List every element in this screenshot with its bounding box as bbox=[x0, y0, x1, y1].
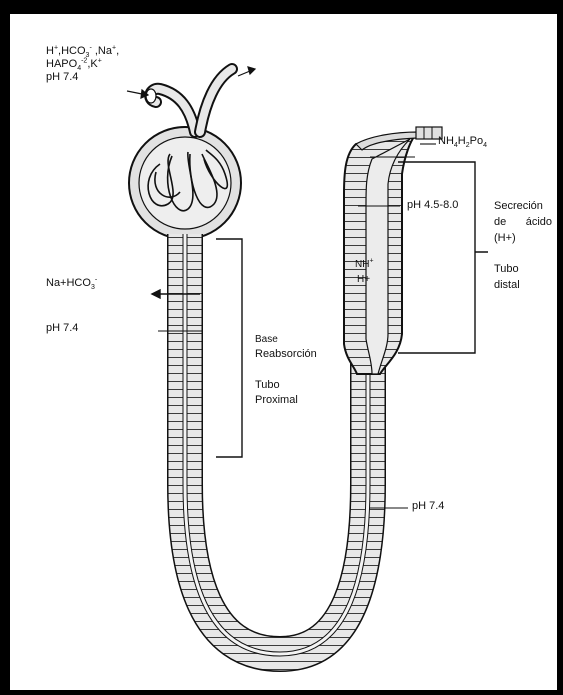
nh4h2po4-label: NH4H2Po4 bbox=[438, 135, 487, 148]
ions-entry-label: H+,HCO3- ,Na+, HAPO4-2,K+ pH 7.4 bbox=[46, 45, 119, 84]
nh4h2po4-h: H bbox=[458, 135, 466, 147]
nh4h2po4-po: Po bbox=[470, 135, 483, 147]
nephron-tubule bbox=[185, 234, 368, 654]
tubo-distal-label-2: distal bbox=[494, 279, 520, 292]
reabsorcion-label: Reabsorción bbox=[255, 348, 317, 361]
tubo-proximal-label-2: Proximal bbox=[255, 394, 298, 407]
nh-label: NH+ bbox=[355, 258, 374, 271]
nh-main: NH bbox=[355, 259, 369, 270]
figure-frame: H+,HCO3- ,Na+, HAPO4-2,K+ pH 7.4 Na+HCO3… bbox=[10, 14, 557, 690]
ion-comma: , bbox=[116, 45, 119, 57]
bowman-capsule bbox=[129, 127, 241, 239]
ph-left-label: pH 7.4 bbox=[46, 322, 78, 335]
h-inner-label: H+ bbox=[357, 273, 370, 286]
nh4h2po4-nh: NH bbox=[438, 135, 454, 147]
distal-bracket bbox=[398, 162, 488, 353]
arterioles bbox=[146, 69, 232, 132]
ion-hco: ,HCO bbox=[58, 45, 86, 57]
tubo-proximal-label-1: Tubo bbox=[255, 379, 280, 392]
ph-distal-label: pH 4.5-8.0 bbox=[407, 199, 458, 212]
h-plus-label: (H+) bbox=[494, 232, 516, 245]
ph-bottom-label: pH 7.4 bbox=[412, 500, 444, 513]
secrecion-label: Secreción bbox=[494, 200, 543, 213]
ion-h: H bbox=[46, 45, 54, 57]
ions-line-1: H+,HCO3- ,Na+, bbox=[46, 45, 119, 58]
ion-k-charge: + bbox=[98, 57, 102, 64]
proximal-bracket bbox=[216, 239, 242, 457]
distal-tubule bbox=[344, 127, 442, 374]
ion-k: ,K bbox=[87, 58, 97, 70]
nh4h2po4-sub-4b: 4 bbox=[483, 142, 487, 149]
nahco3-label: Na+HCO3- bbox=[46, 277, 97, 290]
nh-charge: + bbox=[369, 258, 373, 265]
nahco3-main: Na+HCO bbox=[46, 277, 91, 289]
ion-na: ,Na bbox=[92, 45, 112, 57]
nahco3-sub: 3 bbox=[91, 284, 95, 291]
nahco3-charge: - bbox=[95, 276, 97, 283]
base-label: Base bbox=[255, 333, 278, 346]
ion-hapo: HAPO bbox=[46, 58, 77, 70]
de-acido-label: de ácido bbox=[494, 216, 552, 229]
tubo-distal-label-1: Tubo bbox=[494, 263, 519, 276]
ph-top-label: pH 7.4 bbox=[46, 71, 119, 84]
ions-line-2: HAPO4-2,K+ bbox=[46, 58, 119, 71]
